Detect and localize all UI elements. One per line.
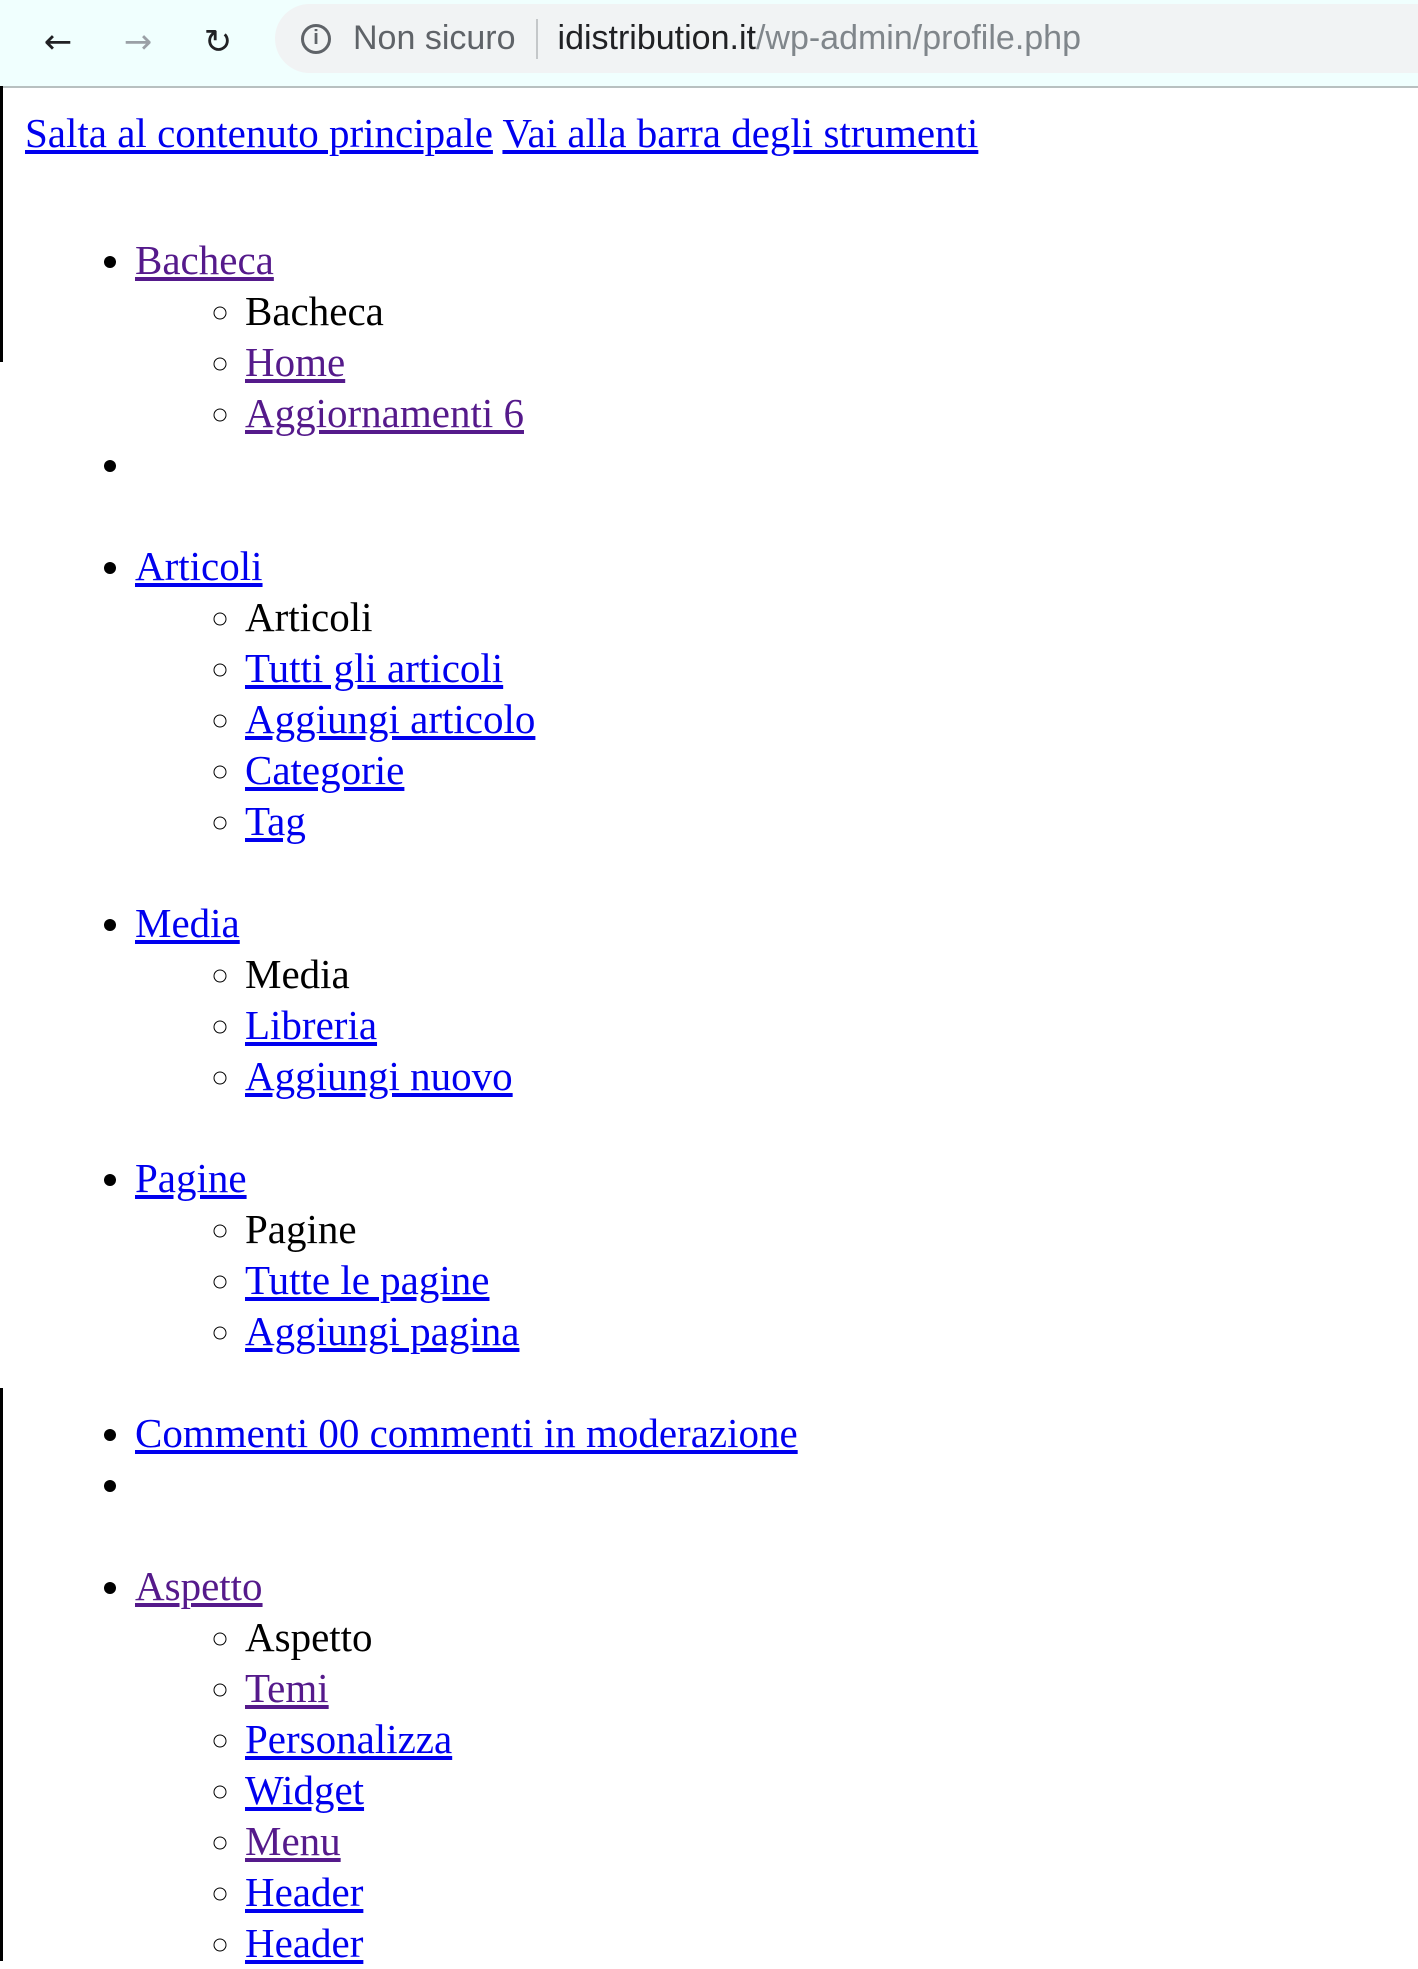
menu-link-aspetto[interactable]: Aspetto <box>135 1563 263 1609</box>
page-content: Salta al contenuto principale Vai alla b… <box>25 86 1418 1969</box>
submenu-link-aggiungi-articolo[interactable]: Aggiungi articolo <box>245 696 536 742</box>
submenu-label-articoli: Articoli <box>245 594 373 640</box>
admin-menu: BachecaBachecaHomeAggiornamenti 6Articol… <box>25 184 1418 1969</box>
skip-links: Salta al contenuto principale Vai alla b… <box>25 108 1418 159</box>
submenu-link-personalizza[interactable]: Personalizza <box>245 1716 453 1762</box>
submenu-item: Tag <box>245 796 1418 847</box>
submenu-link-tag[interactable]: Tag <box>245 798 306 844</box>
submenu-link-tutte-le-pagine[interactable]: Tutte le pagine <box>245 1257 490 1303</box>
submenu-item: Media <box>245 949 1418 1000</box>
menu-link-articoli[interactable]: Articoli <box>135 543 263 589</box>
info-icon[interactable]: i <box>301 23 331 54</box>
submenu-item: Menu <box>245 1816 1418 1867</box>
submenu: MediaLibreriaAggiungi nuovo <box>135 949 1418 1102</box>
submenu-label-bacheca: Bacheca <box>245 288 384 334</box>
menu-item-bacheca: BachecaBachecaHomeAggiornamenti 6 <box>135 184 1418 439</box>
skip-to-toolbar-link[interactable]: Vai alla barra degli strumenti <box>502 110 979 156</box>
submenu-item: Widget <box>245 1765 1418 1816</box>
submenu-link-aggiungi-pagina[interactable]: Aggiungi pagina <box>245 1308 520 1354</box>
submenu-label-media: Media <box>245 951 350 997</box>
submenu-item: Pagine <box>245 1204 1418 1255</box>
url-host[interactable]: idistribution.it <box>557 19 756 57</box>
submenu-item: Aspetto <box>245 1612 1418 1663</box>
menu-link-pagine[interactable]: Pagine <box>135 1155 247 1201</box>
back-arrow-icon[interactable]: ← <box>43 22 73 62</box>
url-path[interactable]: /wp-admin/profile.php <box>755 19 1081 57</box>
submenu-item: Tutte le pagine <box>245 1255 1418 1306</box>
submenu-link-header[interactable]: Header <box>245 1920 364 1966</box>
submenu-label-aspetto: Aspetto <box>245 1614 373 1660</box>
submenu-item: Aggiungi pagina <box>245 1306 1418 1357</box>
submenu-link-categorie[interactable]: Categorie <box>245 747 405 793</box>
forward-arrow-icon[interactable]: → <box>123 22 153 62</box>
submenu-link-widget[interactable]: Widget <box>245 1767 365 1813</box>
security-label[interactable]: Non sicuro <box>353 19 516 57</box>
menu-item-media: MediaMediaLibreriaAggiungi nuovo <box>135 847 1418 1102</box>
submenu-item: Home <box>245 337 1418 388</box>
menu-link-media[interactable]: Media <box>135 900 240 946</box>
reload-icon[interactable]: ↻ <box>203 22 233 62</box>
submenu-link-aggiungi-nuovo[interactable]: Aggiungi nuovo <box>245 1053 513 1099</box>
menu-item-empty <box>135 439 1418 490</box>
divider <box>535 18 538 59</box>
submenu-item: Tutti gli articoli <box>245 643 1418 694</box>
submenu-link-tutti-gli-articoli[interactable]: Tutti gli articoli <box>245 645 504 691</box>
menu-item-commenti-00-commenti-in-moderazione: Commenti 00 commenti in moderazione <box>135 1357 1418 1459</box>
menu-item-articoli: ArticoliArticoliTutti gli articoliAggiun… <box>135 490 1418 847</box>
submenu-link-temi[interactable]: Temi <box>245 1665 329 1711</box>
address-bar[interactable]: i Non sicuro idistribution.it/wp-admin/p… <box>275 4 1418 73</box>
submenu-link-header[interactable]: Header <box>245 1869 364 1915</box>
menu-link-bacheca[interactable]: Bacheca <box>135 237 274 283</box>
submenu-item: Categorie <box>245 745 1418 796</box>
menu-item-pagine: PaginePagineTutte le pagineAggiungi pagi… <box>135 1102 1418 1357</box>
submenu-item: Personalizza <box>245 1714 1418 1765</box>
left-edge-line <box>0 86 3 362</box>
submenu-item: Articoli <box>245 592 1418 643</box>
browser-toolbar: ← → ↻ i Non sicuro idistribution.it/wp-a… <box>0 0 1418 88</box>
submenu: AspettoTemiPersonalizzaWidgetMenuHeaderH… <box>135 1612 1418 1969</box>
submenu-item: Temi <box>245 1663 1418 1714</box>
submenu: BachecaHomeAggiornamenti 6 <box>135 286 1418 439</box>
submenu-link-aggiornamenti-6[interactable]: Aggiornamenti 6 <box>245 390 524 436</box>
skip-to-content-link[interactable]: Salta al contenuto principale <box>25 110 493 156</box>
submenu-label-pagine: Pagine <box>245 1206 357 1252</box>
submenu: PagineTutte le pagineAggiungi pagina <box>135 1204 1418 1357</box>
submenu-item: Aggiornamenti 6 <box>245 388 1418 439</box>
submenu-link-libreria[interactable]: Libreria <box>245 1002 378 1048</box>
submenu-item: Aggiungi nuovo <box>245 1051 1418 1102</box>
submenu-item: Header <box>245 1867 1418 1918</box>
submenu-item: Libreria <box>245 1000 1418 1051</box>
submenu-item: Header <box>245 1918 1418 1969</box>
submenu-link-home[interactable]: Home <box>245 339 346 385</box>
submenu-item: Aggiungi articolo <box>245 694 1418 745</box>
left-edge-line <box>0 1388 3 1961</box>
menu-item-empty <box>135 1459 1418 1510</box>
submenu-item: Bacheca <box>245 286 1418 337</box>
submenu: ArticoliTutti gli articoliAggiungi artic… <box>135 592 1418 847</box>
menu-item-aspetto: AspettoAspettoTemiPersonalizzaWidgetMenu… <box>135 1510 1418 1969</box>
submenu-link-menu[interactable]: Menu <box>245 1818 341 1864</box>
menu-link-commenti-00-commenti-in-moderazione[interactable]: Commenti 00 commenti in moderazione <box>135 1410 798 1456</box>
